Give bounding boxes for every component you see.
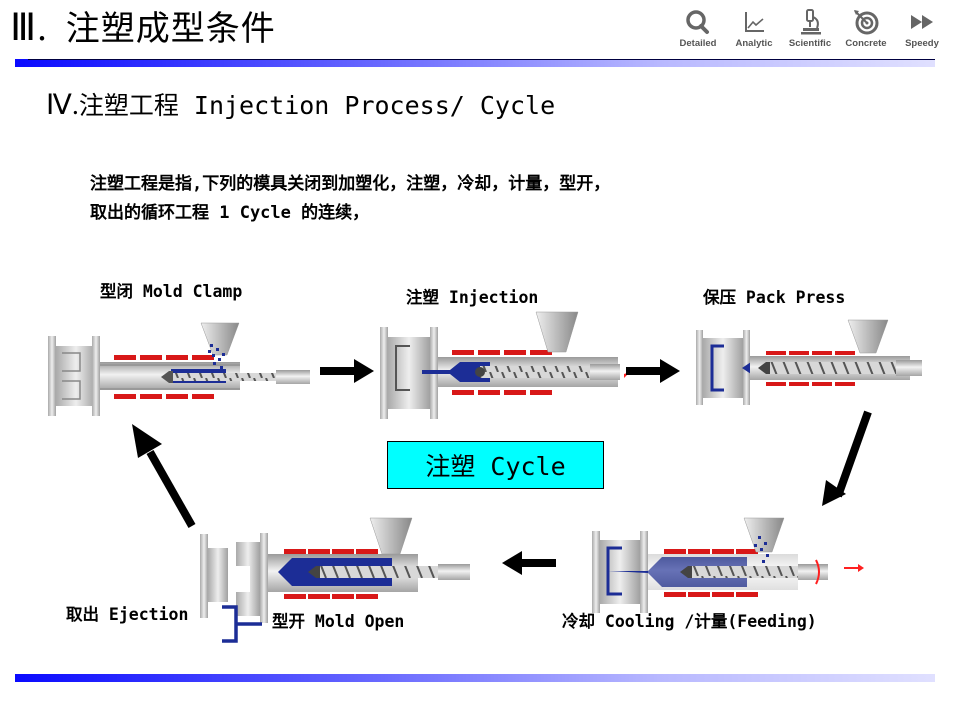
screw xyxy=(480,366,590,378)
screw xyxy=(768,362,898,374)
step-label-injection: 注塑 Injection xyxy=(406,288,539,307)
hopper xyxy=(369,517,413,555)
section-title-text: 注塑工程 Injection Process/ Cycle xyxy=(78,91,556,120)
step-label-pack-press: 保压 Pack Press xyxy=(703,288,846,307)
rotation-icon xyxy=(815,559,820,585)
screw-drive xyxy=(896,360,922,376)
heater-band xyxy=(192,355,214,360)
logo-badge-detailed: Detailed xyxy=(672,8,724,49)
logo-badge-analytic: Analytic xyxy=(728,8,780,49)
logo-badge-label: Detailed xyxy=(679,38,717,49)
machine-pack-press xyxy=(696,319,922,405)
screw-tip xyxy=(161,371,173,383)
slide-title-text: 注塑成型条件 xyxy=(65,9,276,49)
logo-badge-concrete: Concrete xyxy=(840,8,892,49)
section-numeral: Ⅳ. xyxy=(46,90,79,121)
section-title: Ⅳ.注塑工程 Injection Process/ Cycle xyxy=(46,88,555,124)
logo-badge-speedy: Speedy xyxy=(896,8,948,49)
screw xyxy=(318,566,438,578)
logo-badge-scientific: Scientific xyxy=(784,8,836,49)
screw-drive xyxy=(438,564,470,580)
mold-cavity xyxy=(62,352,81,400)
screw-drive xyxy=(590,364,620,380)
feed-direction-arrow-icon xyxy=(844,564,864,572)
description-line-2: 取出的循环工程 1 Cycle 的连续， xyxy=(90,203,370,223)
step-label-ejection: 取出 Ejection xyxy=(66,605,189,624)
melt xyxy=(422,362,490,382)
ejected-part xyxy=(222,605,262,643)
hopper xyxy=(200,322,240,356)
step-label-mold-open: 型开 Mold Open xyxy=(272,612,405,631)
process-description: 注塑工程是指,下列的模具关闭到加塑化，注塑，冷却，计量，型开， 取出的循环工程 … xyxy=(90,170,610,228)
heater-band xyxy=(114,355,136,360)
header-divider-bar xyxy=(15,59,935,67)
magnifier-icon xyxy=(686,10,709,34)
fixed-platen xyxy=(260,533,268,623)
machine-injection xyxy=(380,311,630,419)
flow-arrow-left xyxy=(502,551,556,575)
heater-band xyxy=(114,394,136,399)
slide-title-numeral: Ⅲ. xyxy=(10,7,48,49)
pellets xyxy=(208,344,225,369)
description-line-1: 注塑工程是指,下列的模具关闭到加塑化，注塑，冷却，计量，型开， xyxy=(90,174,611,194)
flow-arrow-right-1 xyxy=(320,359,374,383)
screw-drive xyxy=(798,564,828,580)
fixed-platen xyxy=(48,336,56,416)
machine-mold-open xyxy=(200,517,470,643)
logo-badge-label: Scientific xyxy=(788,38,832,49)
logo-badge-label: Analytic xyxy=(735,38,773,49)
slide-title: Ⅲ. 注塑成型条件 xyxy=(10,6,276,51)
header-divider-line xyxy=(28,59,935,60)
cycle-center-box: 注塑 Cycle xyxy=(387,441,604,489)
step-label-mold-clamp: 型闭 Mold Clamp xyxy=(100,282,243,301)
mold-half xyxy=(56,346,96,406)
logo-badge-label: Speedy xyxy=(905,38,939,49)
heater-band xyxy=(192,394,214,399)
machine-mold-clamp xyxy=(48,322,310,416)
hopper xyxy=(743,517,785,553)
heater-band xyxy=(140,394,162,399)
step-label-cooling-feeding: 冷却 Cooling /计量(Feeding) xyxy=(562,612,817,631)
flow-arrow-right-2 xyxy=(626,359,680,383)
flow-arrow-down-left xyxy=(822,410,872,506)
target-icon xyxy=(854,10,879,35)
hopper xyxy=(535,311,579,353)
mold-cavity xyxy=(395,345,410,391)
microscope-icon xyxy=(801,9,821,35)
fast-forward-icon xyxy=(911,15,933,29)
heater-band xyxy=(166,394,188,399)
flow-arrow-up-left xyxy=(132,424,196,528)
mold xyxy=(703,338,743,398)
hopper xyxy=(847,319,889,354)
machine-cooling-feeding xyxy=(592,517,864,613)
fixed-mold-half xyxy=(236,542,260,616)
heater-band xyxy=(166,355,188,360)
moving-platen xyxy=(92,336,100,416)
line-chart-icon xyxy=(745,12,764,32)
heater-band xyxy=(140,355,162,360)
melt xyxy=(712,360,754,376)
screw xyxy=(690,566,800,578)
screw xyxy=(171,373,306,381)
screw-drive xyxy=(276,370,310,384)
moving-platen xyxy=(200,534,208,618)
footer-divider-bar xyxy=(15,674,935,682)
pellets xyxy=(754,536,769,563)
logo-badge-label: Concrete xyxy=(845,38,887,49)
cycle-center-label: 注塑 Cycle xyxy=(425,452,566,481)
logo-badges: Detailed Analytic Scientific Concrete xyxy=(672,8,948,49)
moving-mold-half xyxy=(208,548,228,602)
